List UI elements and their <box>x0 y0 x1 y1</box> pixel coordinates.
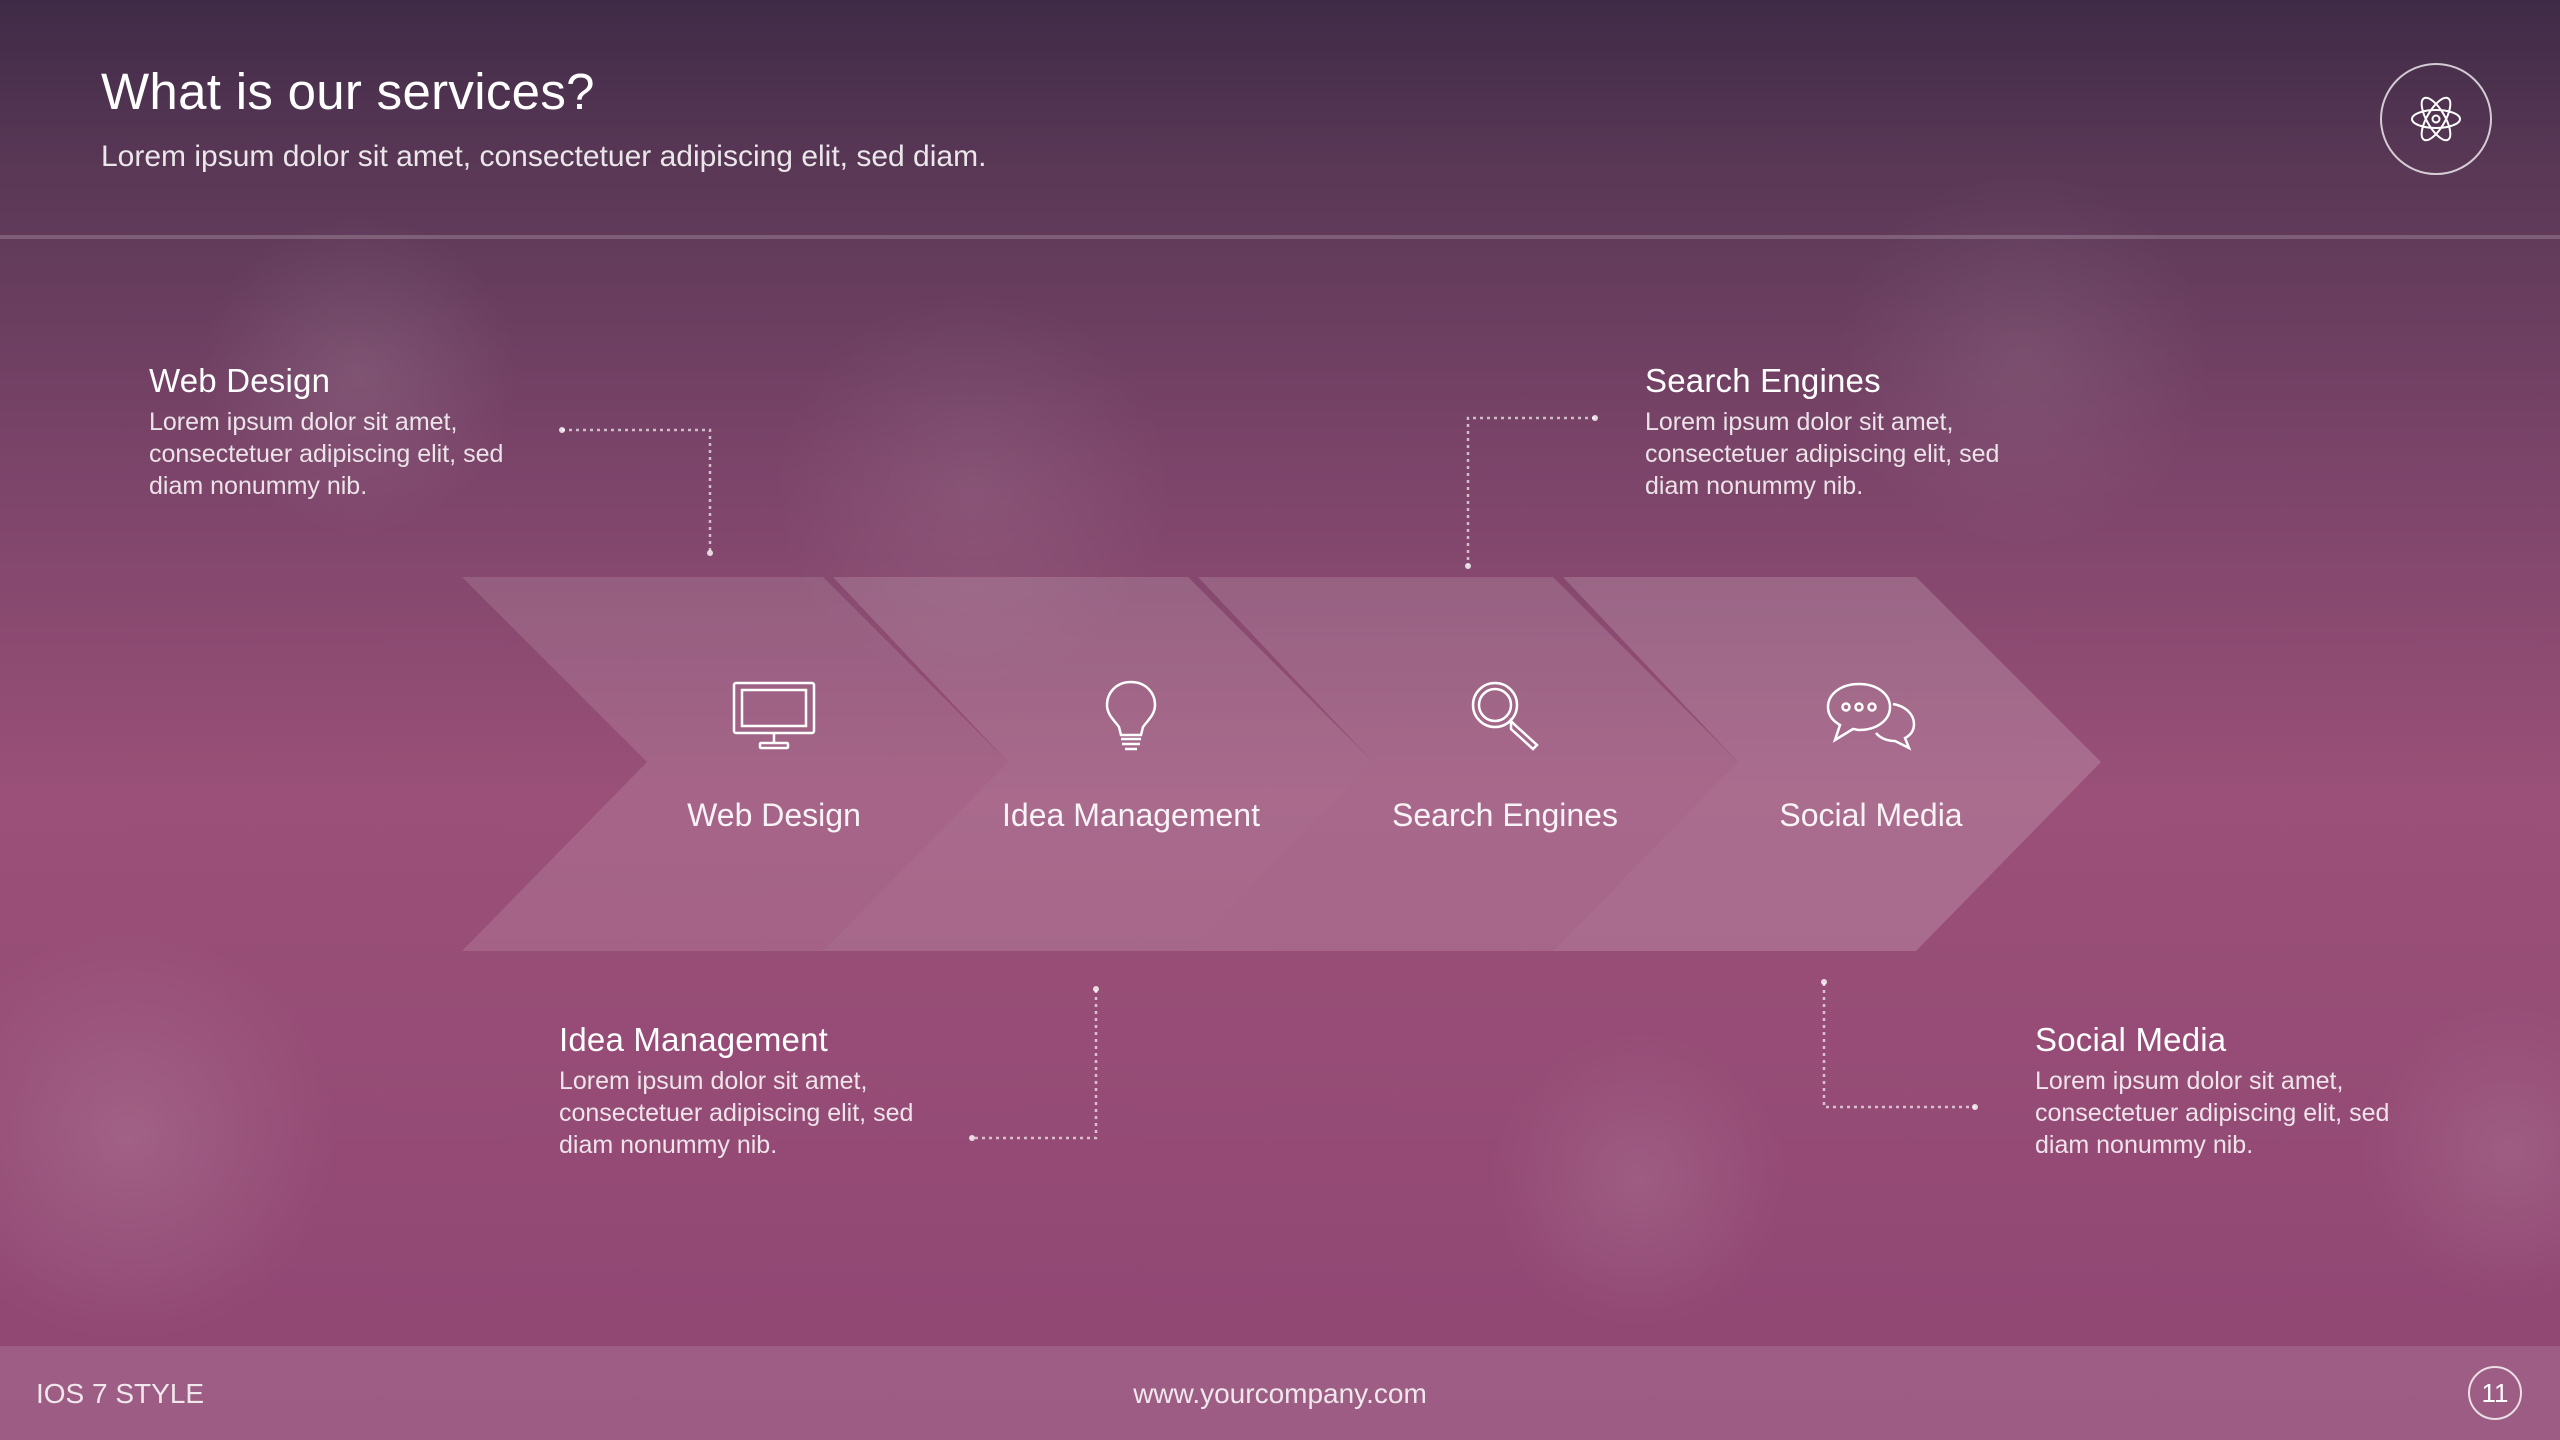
callout-title: Web Design <box>149 362 331 399</box>
callout-idea-management: Idea Management Lorem ipsum dolor sit am… <box>559 1021 939 1161</box>
logo-badge <box>2380 63 2492 175</box>
callout-text: Lorem ipsum dolor sit amet, consectetuer… <box>2035 1067 2390 1159</box>
chevron-label-idea-management: Idea Management <box>1002 797 1260 833</box>
connector-search-engines <box>1466 416 1595 565</box>
connector-idea-management <box>972 990 1098 1140</box>
page-title: What is our services? <box>101 63 595 120</box>
page-subtitle: Lorem ipsum dolor sit amet, consectetuer… <box>101 140 987 173</box>
chevron-label-social-media: Social Media <box>1779 797 1963 833</box>
footer: IOS 7 STYLE www.yourcompany.com 11 <box>0 1346 2560 1440</box>
lightbulb-icon <box>1081 675 1181 755</box>
callout-web-design: Web Design Lorem ipsum dolor sit amet, c… <box>149 362 529 502</box>
header: What is our services? Lorem ipsum dolor … <box>0 0 2560 239</box>
footer-website: www.yourcompany.com <box>1133 1378 1427 1409</box>
page-number: 11 <box>2468 1366 2522 1420</box>
search-icon <box>1455 675 1555 755</box>
callout-text: Lorem ipsum dolor sit amet, consectetuer… <box>1645 408 2000 500</box>
callout-title: Social Media <box>2035 1021 2227 1058</box>
callout-title: Search Engines <box>1645 362 1881 399</box>
chevron-search-engines <box>1188 577 1738 951</box>
chevron-label-web-design: Web Design <box>687 797 861 833</box>
atom-icon <box>2411 96 2461 142</box>
footer-brand: IOS 7 STYLE <box>36 1378 205 1409</box>
monitor-icon <box>724 675 824 755</box>
callout-search-engines: Search Engines Lorem ipsum dolor sit ame… <box>1645 362 2025 502</box>
connector-web-design <box>562 428 712 552</box>
chevron-web-design <box>462 577 1008 951</box>
header-divider <box>0 235 2560 239</box>
callout-text: Lorem ipsum dolor sit amet, consectetuer… <box>559 1067 914 1159</box>
chevron-social-media <box>1553 577 2101 951</box>
chevron-idea-management <box>823 577 1373 951</box>
callout-text: Lorem ipsum dolor sit amet, consectetuer… <box>149 408 504 500</box>
callout-title: Idea Management <box>559 1021 829 1058</box>
chat-icon <box>1821 675 1921 755</box>
callout-social-media: Social Media Lorem ipsum dolor sit amet,… <box>2035 1021 2415 1161</box>
connector-social-media <box>1822 983 1975 1109</box>
chevron-label-search-engines: Search Engines <box>1392 797 1618 833</box>
